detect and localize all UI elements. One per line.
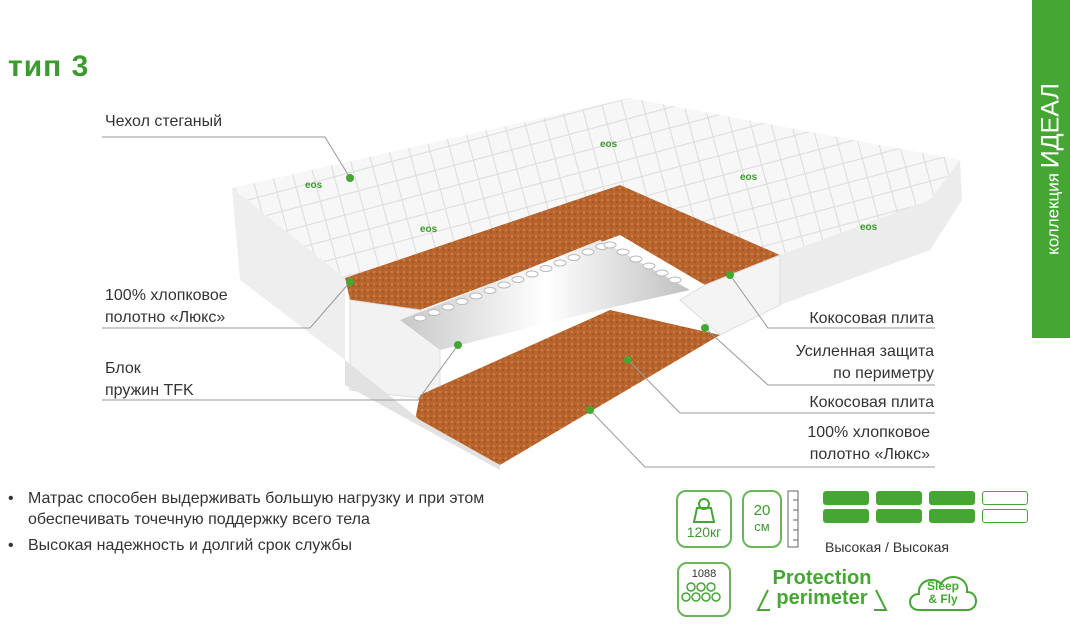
page-title: тип 3 [8,50,90,83]
leader-lines [102,136,935,468]
cover-left-side [232,188,345,360]
springs-count-badge: 1088 [677,562,731,617]
spring-coil [629,255,643,263]
label-cotton-top: 100% хлопковое полотно «Люкс» [105,287,228,326]
hardness-segment [823,491,869,505]
spring-coil [441,303,455,311]
cloud-icon [909,576,977,611]
spring-coil [525,270,539,278]
logo-mark: eos [600,139,618,150]
quilted-top [232,98,960,278]
label-cover: Чехол стеганый [105,113,223,130]
weight-icon [692,498,716,523]
logo-mark: eos [860,222,878,233]
mattress-illustration: eos eos eos eos eos [102,98,962,470]
ruler-icon [787,490,799,548]
label-perimeter: Усиленная защита по периметру [795,343,934,382]
perimeter-bracket-icon [756,589,888,611]
spring-coil [455,298,469,305]
spring-coil [603,241,617,249]
label-coconut-bottom: Кокосовая плита [809,394,934,411]
spring-coil [655,269,669,277]
load-badge: 120кг [676,490,732,548]
height-badge: 20 см [742,490,782,548]
hardness-segment [929,491,975,505]
feature-item: • Высокая надежность и долгий срок служб… [8,537,353,554]
spring-coil [539,265,553,272]
springs-icon [681,582,721,602]
hardness-scale [823,491,1029,523]
spring-coil [581,248,595,256]
hardness-label: Высокая / Высокая [825,539,949,555]
label-coconut-top: Кокосовая плита [809,310,934,327]
hardness-segment [876,491,922,505]
spring-coil [616,248,630,256]
spring-coil [668,276,682,284]
sleep-and-fly-badge: Sleep & Fly [905,568,981,616]
feature-item: • Матрас способен выдерживать большую на… [8,490,485,528]
label-springs: Блок пружин TFK [105,360,194,399]
spring-coil [483,287,497,294]
spring-coil [469,292,483,300]
hardness-segment [982,491,1028,505]
spring-coil [413,314,427,322]
spring-coil [642,262,656,270]
hardness-segment [876,509,922,523]
hardness-segment [823,509,869,523]
coconut-bottom-layer [415,310,720,465]
collection-banner: коллекция ИДЕАЛ [1032,0,1070,338]
perimeter-foam-right [679,254,781,336]
coconut-top-layer [345,185,780,310]
spring-coil [427,309,441,316]
spring-block [400,240,690,350]
collection-label: коллекция ИДЕАЛ [1036,83,1065,255]
label-cotton-bottom: 100% хлопковое полотно «Люкс» [807,424,930,463]
hardness-segment [929,509,975,523]
spring-coil [567,254,581,261]
cover-right-side [780,160,962,305]
hardness-segment [982,509,1028,523]
spring-coil [553,259,567,267]
protection-perimeter-badge: Protection perimeter [752,568,892,616]
logo-mark: eos [420,224,438,235]
cover-front-edge [345,360,500,470]
spring-coil [497,281,511,289]
spring-coil [511,276,525,283]
spring-columns [413,241,682,322]
label-markers [346,174,734,414]
logo-mark: eos [740,172,758,183]
logo-mark: eos [305,180,323,191]
